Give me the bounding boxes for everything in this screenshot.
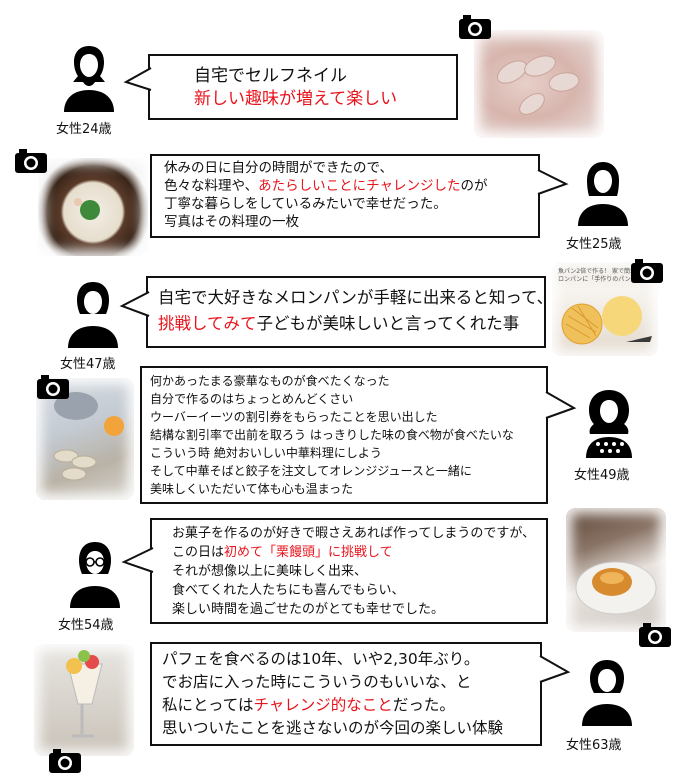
woman-silhouette-icon	[578, 162, 628, 226]
bubble-line: 思いついたことを逃さないのが今回の楽しい体験	[162, 719, 504, 737]
bubble-line: 食べてくれた人たちにも喜んでもらい、	[172, 583, 405, 598]
bubble-line: 新しい趣味が増えて楽しい	[194, 89, 398, 109]
camera-icon	[639, 623, 671, 647]
bubble-tail	[539, 655, 571, 683]
person-label: 女性24歳	[56, 122, 112, 137]
bubble-line: 休みの日に自分の時間ができたので、	[164, 160, 393, 176]
bubble-tail	[121, 547, 154, 573]
speech-bubble: パフェを食べるのは10年、いや2,30年ぶり。 でお店に入った時にこういうのもい…	[150, 642, 571, 746]
bubble-line: それが想像以上に美味しく出来、	[172, 564, 368, 579]
bubble-tail	[119, 291, 150, 317]
person-label: 女性47歳	[60, 357, 116, 372]
bubble-tail	[545, 391, 577, 419]
bubble-tail	[537, 169, 569, 195]
bubble-line: 自宅でセルフネイル	[194, 66, 347, 86]
kurimanju-photo	[566, 508, 666, 632]
bubble-line: 美味しくいただいて体も心も温まった	[150, 482, 354, 496]
bubble-line: 何かあったまる豪華なものが食べたくなった	[150, 374, 390, 388]
camera-icon	[49, 749, 81, 773]
woman-silhouette-icon	[70, 542, 120, 608]
bubble-line: 写真はその料理の一枚	[164, 214, 299, 230]
bubble-line: 自宅で大好きなメロンパンが手軽に出来ると知って、	[158, 288, 554, 307]
ramen-photo	[38, 158, 148, 256]
person-label: 女性63歳	[566, 738, 622, 753]
photo-caption: 魚パン2倍で作る！ 家で簡単調理 ロンパンに「手作りのパン」！	[558, 268, 649, 284]
bubble-line: 色々な料理や、あたらしいことにチャレンジしたのが	[164, 178, 488, 194]
woman-silhouette-icon	[64, 46, 114, 112]
bubble-line: 挑戦してみて子どもが美味しいと言ってくれた事	[158, 314, 520, 333]
camera-icon	[15, 149, 47, 173]
bubble-line: 結構な割引率で出前を取ろう はっきりした味の食べ物が食べたいな	[150, 428, 514, 442]
bubble-line: 丁寧な暮らしをしているみたいで幸せだった。	[164, 196, 447, 212]
woman-silhouette-icon	[68, 282, 118, 348]
camera-icon	[631, 259, 663, 283]
camera-icon	[459, 15, 491, 39]
woman-silhouette-icon	[586, 390, 632, 458]
speech-bubble: 何かあったまる豪華なものが食べたくなった 自分で作るのはちょっとめんどくさい ウ…	[140, 366, 577, 504]
bubble-line: 私にとってはチャレンジ的なことだった。	[162, 696, 455, 714]
camera-icon	[37, 375, 69, 399]
melonpan-photo: 魚パン2倍で作る！ 家で簡単調理 ロンパンに「手作りのパン」！	[552, 262, 658, 356]
speech-bubble: 休みの日に自分の時間ができたので、 色々な料理や、あたらしいことにチャレンジした…	[150, 154, 569, 238]
person-label: 女性49歳	[574, 468, 630, 483]
bubble-line: この日は初めて「栗饅頭」に挑戦して	[172, 545, 393, 560]
bubble-line: でお店に入った時にこういうのもいいな、と	[162, 673, 472, 691]
bubble-line: ウーバーイーツの割引券をもらったことを思い出した	[150, 410, 438, 424]
bubble-line: お菓子を作るのが好きで暇さえあれば作ってしまうのですが、	[172, 526, 536, 541]
speech-bubble: 自宅でセルフネイル 新しい趣味が増えて楽しい	[123, 54, 458, 120]
speech-bubble: お菓子を作るのが好きで暇さえあれば作ってしまうのですが、 この日は初めて「栗饅頭…	[121, 518, 548, 624]
nail-photo	[474, 30, 604, 138]
parfait-photo	[34, 644, 134, 756]
speech-bubble: 自宅で大好きなメロンパンが手軽に出来ると知って、 挑戦してみて子どもが美味しいと…	[119, 276, 553, 348]
bubble-tail	[123, 67, 152, 91]
bubble-line: パフェを食べるのは10年、いや2,30年ぶり。	[162, 650, 480, 668]
woman-silhouette-icon	[582, 660, 632, 726]
bubble-line: 楽しい時間を過ごせたのがとても幸せでした。	[172, 602, 444, 617]
bubble-line: 自分で作るのはちょっとめんどくさい	[150, 392, 354, 406]
person-label: 女性25歳	[566, 237, 622, 252]
bubble-line: こういう時 絶対おいしい中華料理にしよう	[150, 446, 382, 460]
person-label: 女性54歳	[58, 618, 114, 633]
bubble-line: そして中華そばと餃子を注文してオレンジジュースと一緒に	[150, 464, 472, 478]
